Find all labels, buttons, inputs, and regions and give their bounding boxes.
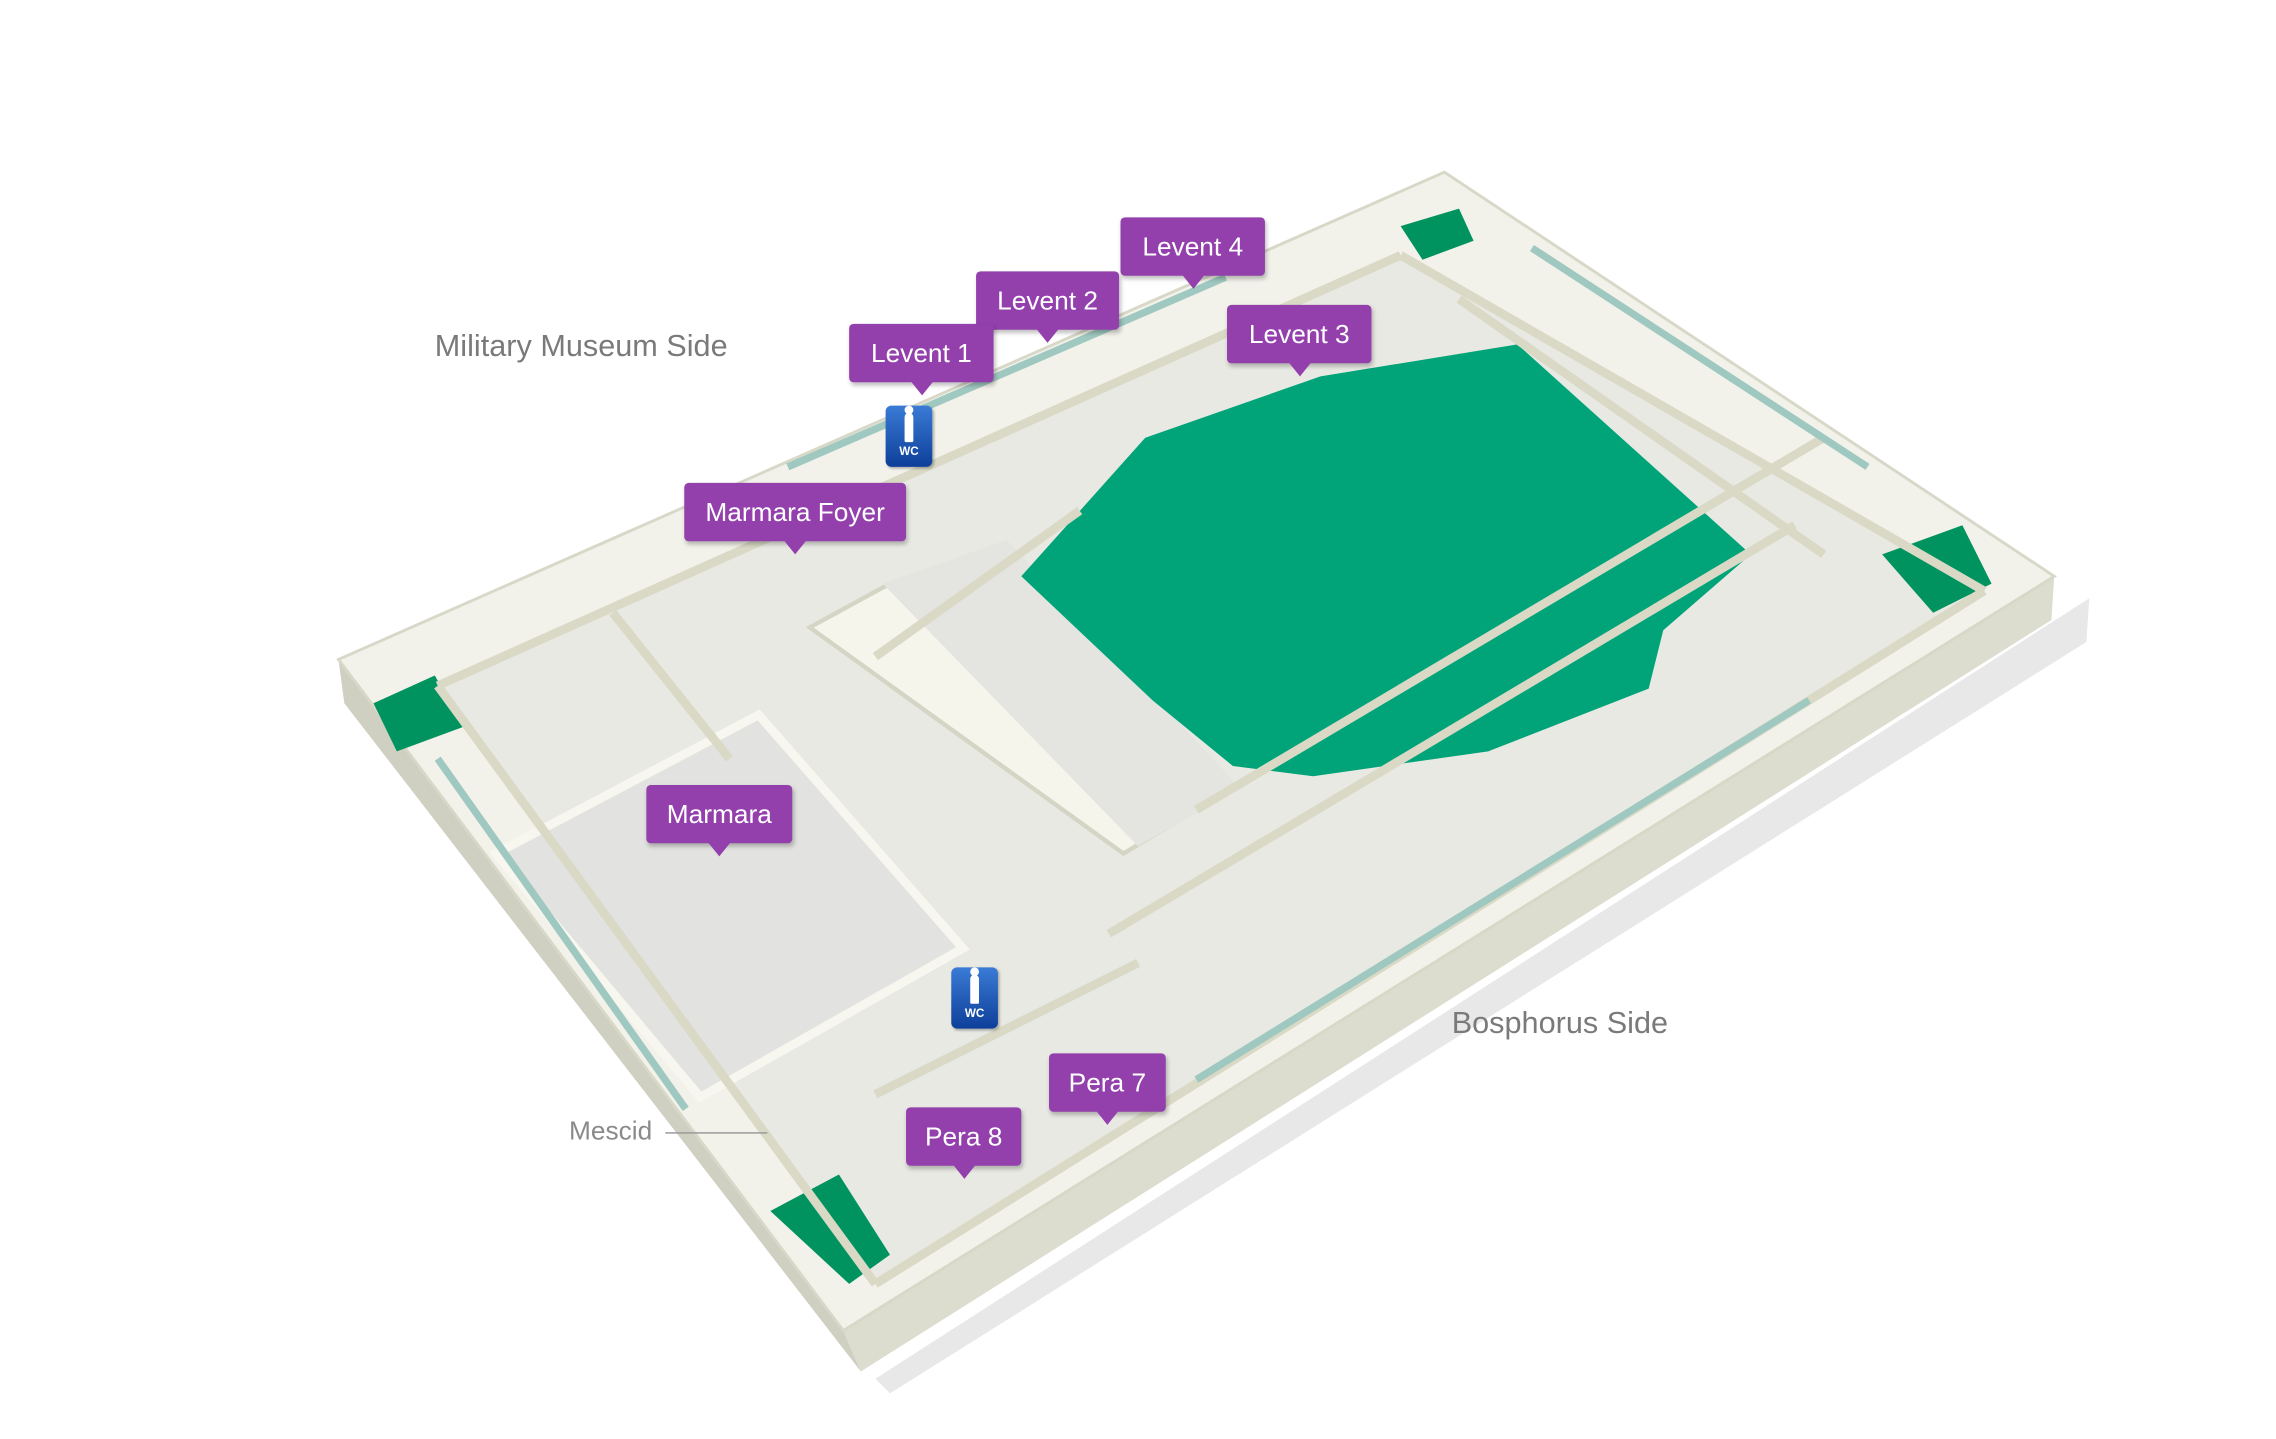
bosphorus-side-label: Bosphorus Side [1451,1006,1669,1041]
wc-label: WC [899,444,919,459]
room-tag-marmara[interactable]: Marmara [646,784,793,857]
room-tag-pera-8[interactable]: Pera 8 [906,1107,1022,1179]
interior-walls [434,251,1987,1288]
atrium-green [1021,344,1751,777]
room-tag-levent-2[interactable]: Levent 2 [976,271,1120,343]
wc-icon[interactable]: WC [951,967,998,1029]
person-icon [970,967,979,1004]
green-corner [1400,208,1474,260]
room-tag-levent-3[interactable]: Levent 3 [1227,304,1372,377]
mescid-label: Mescid [569,1116,653,1146]
windows [434,244,1870,1111]
person-icon [904,405,914,443]
shadow [875,598,2090,1394]
stage-block [882,539,1241,847]
base-side-left [338,659,861,1372]
room-tag-levent-1[interactable]: Levent 1 [849,323,994,396]
wc-label: WC [964,1006,985,1020]
room-tag-marmara-foyer[interactable]: Marmara Foyer [684,482,907,555]
room-tag-pera-7[interactable]: Pera 7 [1049,1053,1166,1125]
mescid-leader-line [665,1132,768,1134]
base-side-right [843,576,2055,1372]
marmara-hall [489,709,970,1103]
military-museum-side-label: Military Museum Side [434,329,728,364]
room-tag-levent-4[interactable]: Levent 4 [1120,217,1265,289]
wc-icon[interactable]: WC [885,405,933,467]
